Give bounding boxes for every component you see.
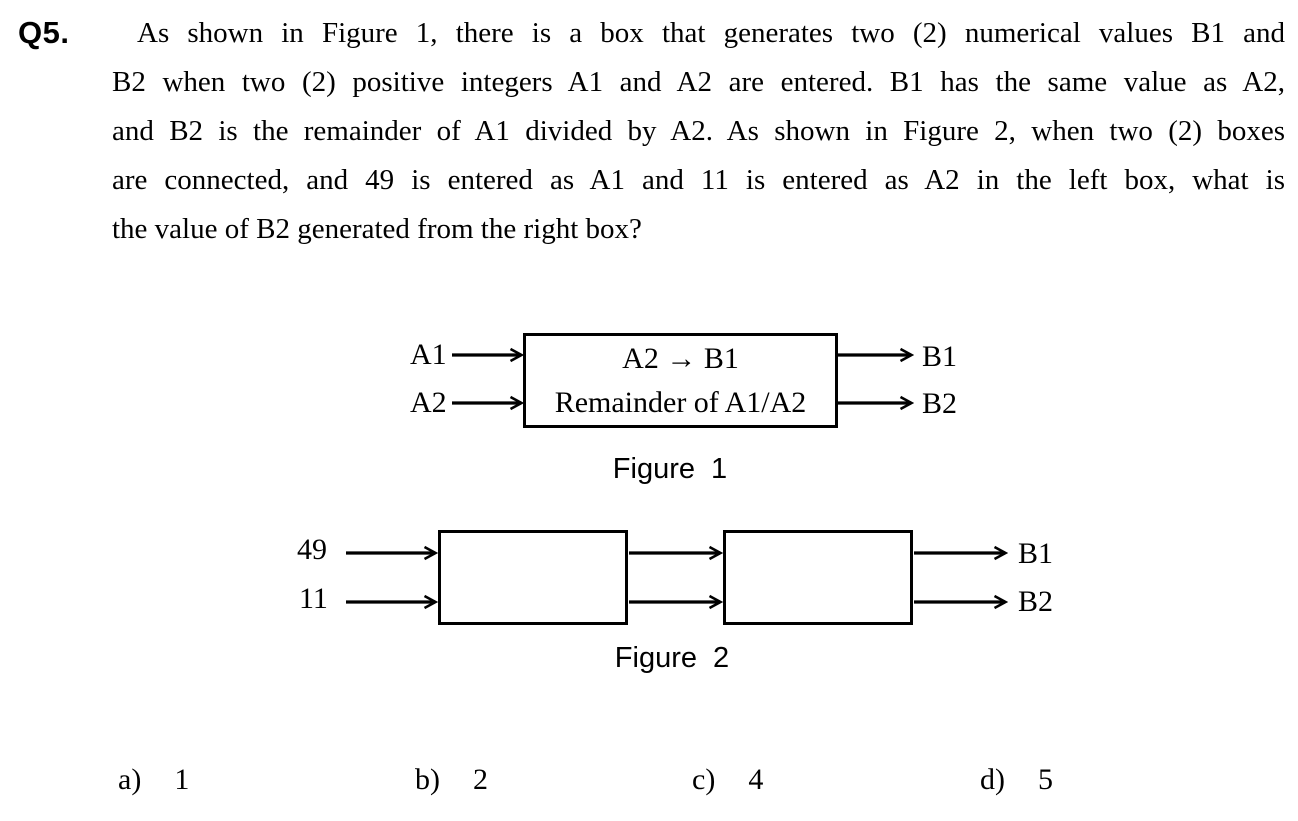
- figure2-input-label-49: 49: [297, 533, 327, 566]
- question-line: are connected, and 49 is entered as A1 a…: [112, 164, 1285, 196]
- figure1-box-rule-1: A2 → B1: [622, 341, 739, 375]
- answer-option-a: a) 1: [118, 765, 189, 795]
- figure1-caption: Figure 1: [612, 453, 728, 485]
- option-letter: a): [118, 763, 142, 796]
- figure1-input-label-a2: A2: [410, 386, 447, 419]
- option-value: 2: [473, 763, 488, 796]
- question-number: Q5.: [18, 15, 70, 50]
- figure1-output-label-b1: B1: [922, 340, 958, 373]
- option-letter: b): [415, 763, 440, 796]
- option-value: 1: [174, 763, 190, 796]
- option-value: 4: [748, 763, 764, 796]
- option-letter: c): [692, 763, 716, 796]
- figure2-output-label-b2: B2: [1018, 585, 1054, 618]
- answer-option-b: b) 2: [415, 765, 488, 795]
- question-text: As shown in Figure 1, there is a box tha…: [0, 9, 1285, 254]
- answer-option-d: d) 5: [980, 765, 1053, 795]
- question-line: As shown in Figure 1, there is a box tha…: [137, 17, 1285, 49]
- figure2-left-box: [438, 530, 628, 625]
- option-letter: d): [980, 763, 1005, 796]
- question-line: B2 when two (2) positive integers A1 and…: [112, 66, 1285, 98]
- figure2-caption: Figure 2: [614, 642, 730, 674]
- option-value: 5: [1038, 763, 1053, 796]
- figure2-output-label-b1: B1: [1018, 537, 1054, 570]
- figure1-box-rule-2: Remainder of A1/A2: [554, 385, 807, 419]
- figure1-output-label-b2: B2: [922, 387, 958, 420]
- figure1-function-box: A2 → B1 Remainder of A1/A2: [523, 333, 838, 428]
- figure2-right-box: [723, 530, 913, 625]
- question-line: and B2 is the remainder of A1 divided by…: [112, 115, 1285, 147]
- question-line: the value of B2 generated from the right…: [112, 213, 642, 245]
- figure1-input-label-a1: A1: [410, 338, 447, 371]
- answer-option-c: c) 4: [692, 765, 763, 795]
- figure2-input-label-11: 11: [299, 582, 328, 615]
